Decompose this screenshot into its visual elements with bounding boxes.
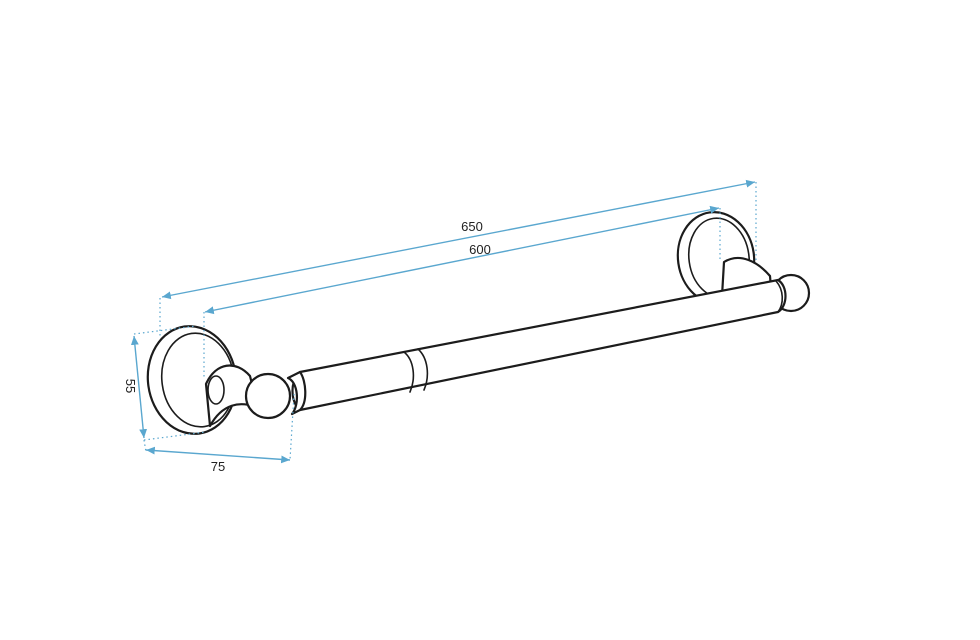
- left-end-knob: [244, 372, 292, 420]
- overall-dim-line: [161, 179, 756, 300]
- height-dim-line: [130, 335, 148, 439]
- bar-reflection-band-a: [403, 351, 415, 393]
- bar-reflection-band-b: [417, 348, 429, 391]
- bar-highlight-right: [775, 280, 784, 313]
- height-ext-top: [133, 325, 197, 335]
- dimension-bar-length: 600: [203, 205, 721, 378]
- bar-dim-line: [204, 205, 720, 315]
- overall-length-label: 650: [461, 219, 483, 234]
- height-label: 55: [123, 379, 138, 393]
- left-mount-neck-ring: [207, 375, 225, 405]
- left-wall-mount: [146, 325, 307, 435]
- depth-ext-right: [289, 393, 295, 461]
- bar-body: [291, 278, 787, 412]
- depth-ext-left: [143, 439, 147, 453]
- bar-length-label: 600: [469, 242, 491, 257]
- depth-label: 75: [211, 459, 225, 474]
- dimension-depth: 75: [143, 393, 295, 474]
- towel-bar: [291, 278, 787, 412]
- height-ext-bottom: [143, 431, 207, 441]
- depth-dim-line: [145, 446, 291, 464]
- left-bar-collar: [286, 370, 307, 416]
- dimension-height: 55: [123, 325, 207, 441]
